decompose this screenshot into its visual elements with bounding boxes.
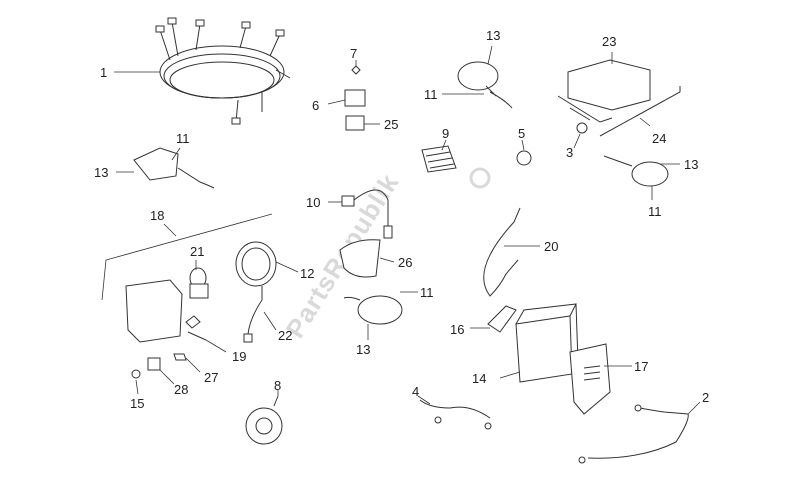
callout-13-middle: 13 [356, 342, 370, 357]
callout-8: 8 [274, 378, 281, 393]
callout-2: 2 [702, 390, 709, 405]
callout-25: 25 [384, 117, 398, 132]
callout-13-left: 13 [94, 165, 108, 180]
callout-15: 15 [130, 396, 144, 411]
license-plate-holder-part [557, 59, 681, 137]
callout-13-top: 13 [486, 28, 500, 43]
callout-9: 9 [442, 126, 449, 141]
ground-wire-part [419, 399, 492, 430]
callout-24: 24 [652, 131, 666, 146]
callout-11-top: 11 [424, 87, 438, 102]
callout-19: 19 [232, 349, 246, 364]
callout-3: 3 [566, 145, 573, 160]
battery-cable-part [578, 404, 689, 464]
callout-16: 16 [450, 322, 464, 337]
cable-part [483, 207, 521, 297]
cdi-unit-part [125, 279, 183, 343]
turn-signal-rear-left-part [343, 295, 403, 325]
callout-21: 21 [190, 244, 204, 259]
callout-28: 28 [174, 382, 188, 397]
callout-20: 20 [544, 239, 558, 254]
callout-26: 26 [398, 255, 412, 270]
watermark-gear-icon [469, 167, 491, 189]
clip-part [185, 315, 207, 341]
callout-5: 5 [518, 126, 525, 141]
callout-11-middle: 11 [420, 285, 434, 300]
callout-13-right: 13 [684, 157, 698, 172]
callout-4: 4 [412, 384, 419, 399]
callout-17: 17 [634, 359, 648, 374]
turn-signal-rear-right-part [603, 155, 669, 187]
callout-6: 6 [312, 98, 319, 113]
bulb-socket-part [189, 267, 209, 299]
callout-11-left: 11 [176, 131, 190, 146]
switch-part [341, 189, 393, 239]
wiring-harness-part [155, 17, 291, 125]
turn-signal-front-right-part [457, 61, 513, 109]
callout-11-right: 11 [648, 204, 662, 219]
bulb-part [516, 150, 532, 166]
group-bracket-18 [101, 213, 273, 301]
callout-27: 27 [204, 370, 218, 385]
horn-part [245, 395, 283, 445]
callout-labels: 1 2 3 4 5 6 7 8 9 10 11 11 11 11 12 13 1… [94, 28, 709, 411]
callout-10: 10 [306, 195, 320, 210]
relay-part [344, 65, 366, 131]
callout-14: 14 [472, 371, 486, 386]
small-parts-cluster [131, 353, 187, 379]
turn-signal-front-left-part [133, 147, 215, 189]
battery-part [515, 303, 579, 383]
callout-12: 12 [300, 266, 314, 281]
callout-7: 7 [350, 46, 357, 61]
callout-23: 23 [602, 34, 616, 49]
callout-18: 18 [150, 208, 164, 223]
headlight-part [235, 241, 277, 343]
taillight-part [339, 239, 381, 278]
callout-1: 1 [100, 65, 107, 80]
battery-bracket-part [487, 305, 517, 333]
battery-cover-part [569, 343, 611, 415]
callout-22: 22 [278, 328, 292, 343]
rectifier-part [421, 145, 457, 173]
